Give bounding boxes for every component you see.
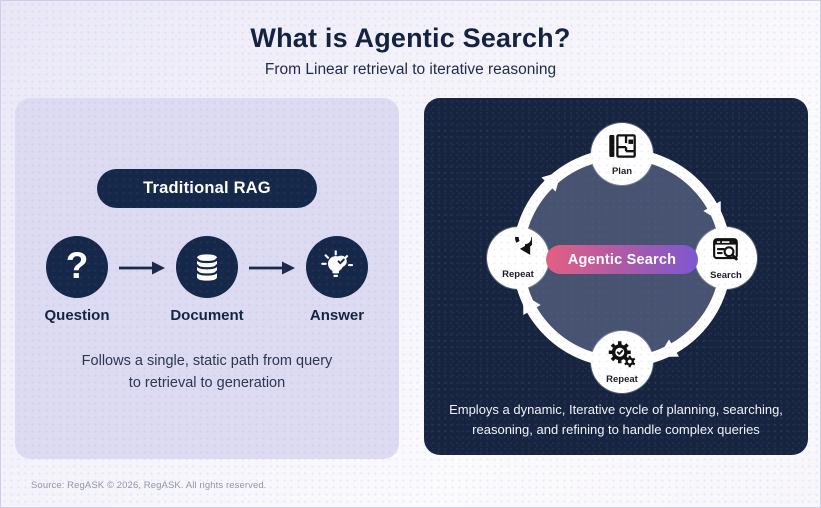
left-panel-description: Follows a single, static path from query… — [82, 350, 333, 395]
right-desc-line2: reasoning, and refining to handle comple… — [472, 421, 760, 437]
page-title: What is Agentic Search? — [250, 23, 571, 53]
agentic-cycle: Plan Search — [424, 98, 808, 398]
rag-flow: ? Question — [37, 236, 377, 324]
page-subtitle: From Linear retrieval to iterative reaso… — [264, 61, 557, 78]
right-desc-line1: Employs a dynamic, Iterative cycle of pl… — [449, 402, 783, 417]
right-panel-description: Employs a dynamic, Iterative cycle of pl… — [424, 400, 808, 439]
agentic-search-badge: Agentic Search — [546, 245, 698, 274]
header: What is Agentic Search? From Linear retr… — [1, 1, 820, 79]
node-label: Repeat — [606, 373, 638, 385]
left-desc-line2: to retrieval to generation — [128, 375, 286, 392]
gears-check-icon — [607, 340, 637, 373]
step-label: Answer — [309, 307, 365, 324]
traditional-rag-badge: Traditional RAG — [97, 169, 317, 208]
node-label: Search — [710, 269, 742, 281]
node-repeat-left: Repeat — [487, 227, 549, 289]
footer: Source: RegASK © 2026, RegASK. All right… — [31, 480, 266, 491]
step-question: ? Question — [37, 236, 117, 324]
source-attribution: Source: RegASK © 2026, RegASK. All right… — [31, 480, 267, 491]
question-icon: ? — [46, 236, 108, 298]
blueprint-plan-icon — [607, 132, 637, 165]
lightbulb-check-icon — [306, 236, 368, 298]
node-label: Plan — [611, 165, 633, 177]
node-repeat-bottom: Repeat — [591, 331, 653, 393]
node-search: Search — [695, 227, 757, 289]
left-desc-line1: Follows a single, static path from query — [81, 353, 333, 369]
step-label: Question — [44, 307, 110, 324]
traditional-rag-panel: Traditional RAG ? Question — [15, 98, 399, 459]
database-icon — [176, 236, 238, 298]
browser-search-icon — [711, 236, 741, 269]
step-label: Document — [170, 307, 244, 324]
cycle-arrowheads — [523, 171, 721, 357]
comparison-panels: Traditional RAG ? Question — [15, 98, 808, 459]
step-answer: Answer — [297, 236, 377, 324]
agentic-search-panel: Plan Search — [424, 98, 808, 455]
right-arrow-icon — [119, 261, 165, 275]
step-document: Document — [167, 236, 247, 324]
right-arrow-icon — [249, 261, 295, 275]
node-plan: Plan — [591, 123, 653, 185]
rotate-arrow-icon — [504, 227, 535, 268]
node-label: Repeat — [502, 268, 534, 280]
